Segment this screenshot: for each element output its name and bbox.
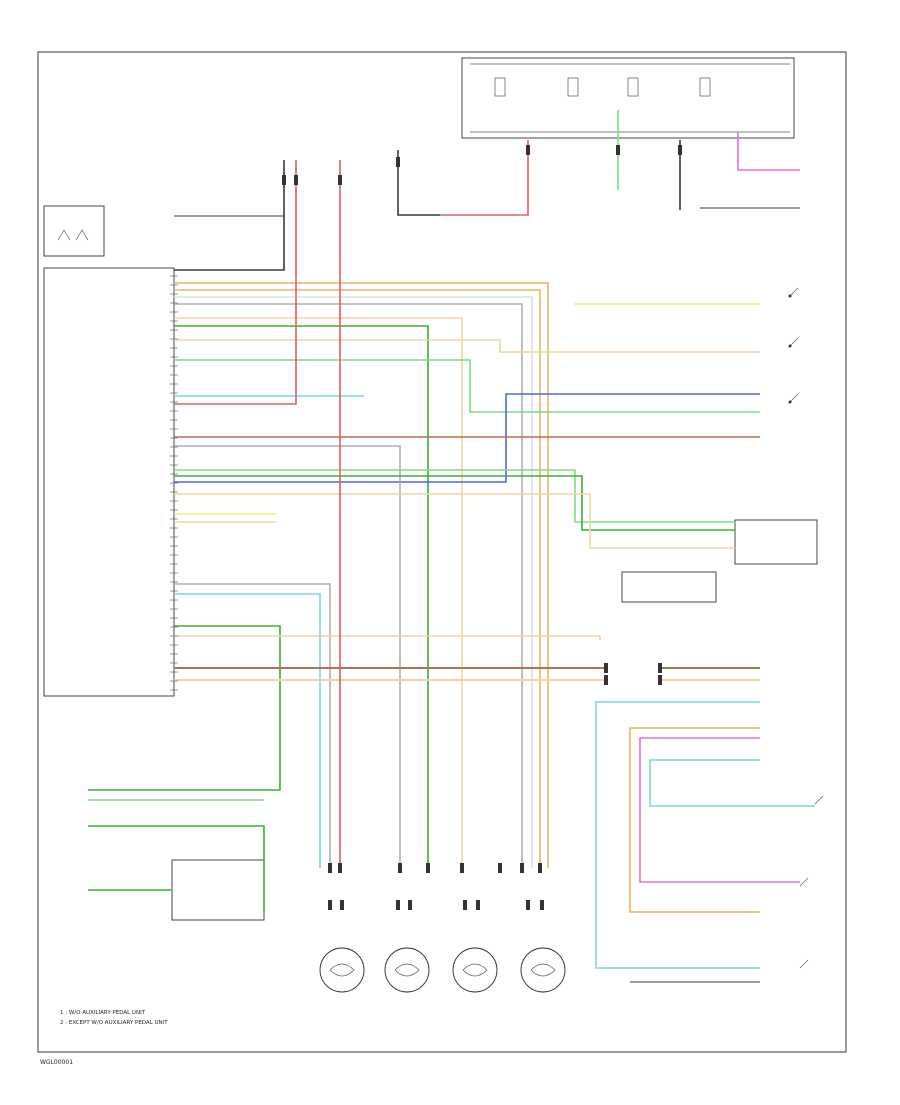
wire-orange-1 [174,282,549,868]
connector-25 [658,663,662,673]
connector-2 [338,175,342,185]
wire-red-3 [440,140,529,216]
connector-5 [616,145,620,155]
connector-19 [463,900,467,910]
connector-16 [340,900,344,910]
wire-green-1 [174,325,429,868]
connector-22 [540,900,544,910]
wire-pink-2 [639,737,800,883]
fuse-block-fuses [494,77,711,97]
wire-green-3 [174,475,735,531]
connector-14 [538,863,542,873]
connector-7 [328,863,332,873]
connector-11 [460,863,464,873]
connector-24 [604,675,608,685]
wire-lblue-4 [649,759,815,807]
wire-green-7 [88,825,265,912]
electronic-brake-control-module [43,267,175,697]
connectors [282,145,682,910]
steering-wheel-position-sensor [734,519,818,565]
wire-black-2 [397,150,440,216]
wire-black-1 [174,160,285,271]
connector-21 [526,900,530,910]
wire-lgreen-1 [174,359,760,413]
connector-4 [526,145,530,155]
footnote-1: 1 : W/O AUXILIARY PEDAL UNIT [60,1010,146,1016]
wire-harness [88,110,815,983]
wire-tan-5 [174,635,601,640]
right-component-box [621,571,717,603]
wire-tan-2 [174,339,760,353]
connector-15 [328,900,332,910]
connector-1 [294,175,298,185]
wire-tan-3 [174,493,735,549]
wire-green-2 [174,469,735,523]
wire-blue-1 [174,393,760,483]
wire-tan-1 [174,317,463,868]
fuse-block [461,57,795,139]
footnote-2: 2 : EXCEPT W/O AUXILIARY PEDAL UNIT [60,1020,168,1026]
wire-gray-3 [174,583,331,868]
connector-13 [520,863,524,873]
brake-pressure-modulator-box [43,205,105,257]
connector-8 [338,863,342,873]
connector-6 [678,145,682,155]
wire-red-1 [174,160,297,405]
bottom-left-connector-box [171,859,265,921]
module-pin-numbers [170,275,178,691]
diagram-frame [37,51,847,1053]
switches [788,287,824,969]
wire-pink-1 [737,132,800,171]
connector-23 [604,663,608,673]
connector-26 [658,675,662,685]
connector-20 [476,900,480,910]
wheel-speed-sensors [319,947,566,993]
page-code: WGL00001 [40,1059,73,1066]
wire-lblue-2 [174,593,321,868]
wire-orange-3 [629,727,760,913]
connector-9 [398,863,402,873]
connector-12 [498,863,502,873]
connector-10 [426,863,430,873]
wire-lblue-3 [595,701,760,969]
connector-18 [408,900,412,910]
connector-17 [396,900,400,910]
connector-0 [282,175,286,185]
wire-white-1 [174,296,533,868]
connector-3 [396,157,400,167]
wire-gray-2 [174,445,401,868]
wire-green-4 [88,625,281,791]
wire-orange-2 [174,289,541,868]
